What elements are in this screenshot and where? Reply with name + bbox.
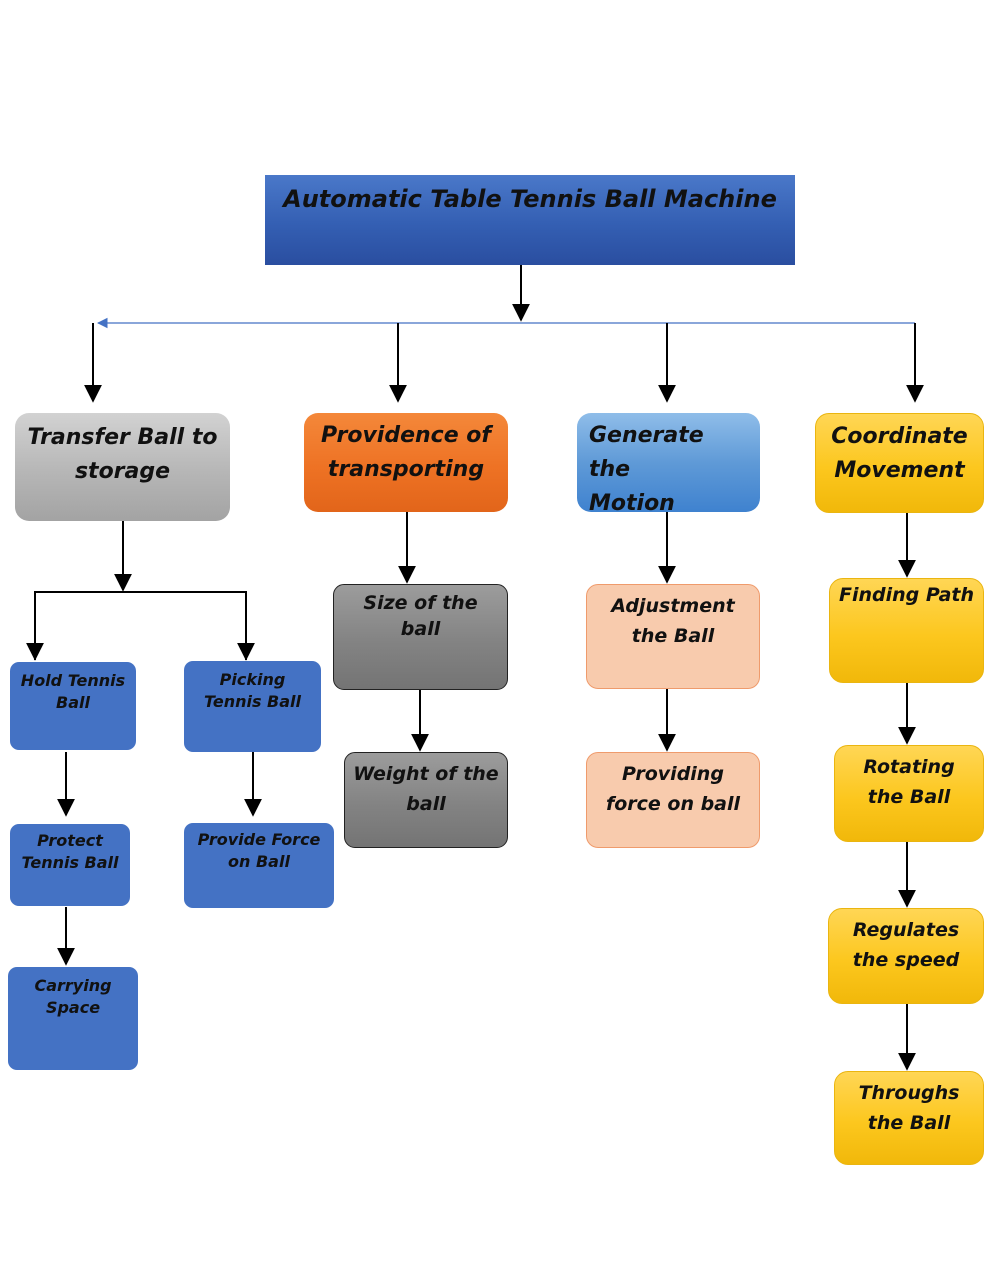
root-node: Automatic Table Tennis Ball Machine: [265, 175, 795, 265]
node-protect-line2: Tennis Ball: [21, 852, 119, 872]
node-motion-line2: Motion: [589, 491, 675, 517]
node-size-line1: Size of the ball: [363, 592, 478, 640]
node-transfer-line2: storage: [74, 459, 171, 485]
node-protect-tennis-ball: Protect Tennis Ball: [10, 824, 130, 906]
node-transfer-line1: Transfer Ball to: [27, 425, 218, 450]
node-rotate-line2: the Ball: [867, 786, 951, 809]
node-transfer: Transfer Ball to storage: [15, 413, 230, 521]
node-hold-line1: Hold Tennis: [20, 671, 126, 690]
node-speed-line1: Regulates: [852, 919, 960, 941]
node-carry-line1: Carrying: [34, 976, 112, 995]
node-providence: Providence of transporting: [304, 413, 508, 512]
node-provide-force-on-ball: Provide Force on Ball: [184, 823, 334, 908]
node-providence-line1: Providence of: [321, 423, 491, 448]
node-carrying-space: Carrying Space: [8, 967, 138, 1070]
node-through-line1: Throughs: [858, 1082, 960, 1104]
node-weight-line1: Weight of the: [353, 763, 499, 785]
node-providence-line2: transporting: [327, 457, 485, 483]
node-coordinate-line2: Movement: [834, 458, 965, 484]
node-coordinate-line1: Coordinate: [831, 424, 968, 449]
node-picking-tennis-ball: Picking Tennis Ball: [184, 661, 321, 752]
node-pick-line1: Picking: [219, 670, 286, 689]
node-motion: Generate the Motion: [577, 413, 760, 516]
node-motion-line1: Generate the: [589, 423, 704, 483]
node-force-line2: on Ball: [228, 851, 290, 871]
node-provide-line2: force on ball: [605, 793, 741, 816]
node-adjust-line2: the Ball: [631, 625, 715, 648]
node-weight-of-ball: Weight of the ball: [344, 752, 508, 848]
node-size-of-ball: Size of the ball: [333, 584, 508, 690]
node-regulates-speed: Regulates the speed: [828, 908, 984, 1004]
node-rotate-line1: Rotating: [863, 756, 955, 778]
node-carry-line2: Space: [45, 997, 101, 1017]
node-through-line2: the Ball: [867, 1112, 951, 1135]
node-adjust-line1: Adjustment: [611, 595, 735, 617]
node-throughs-ball: Throughs the Ball: [834, 1071, 984, 1165]
split-bar: [34, 591, 247, 660]
node-provide-line1: Providing: [622, 763, 724, 785]
node-path-line1: Finding Path: [838, 584, 974, 606]
node-adjustment-ball: Adjustment the Ball: [586, 584, 760, 689]
node-force-line1: Provide Force: [197, 830, 321, 849]
node-hold-line2: Ball: [56, 692, 90, 712]
node-providing-force: Providing force on ball: [586, 752, 760, 848]
node-protect-line1: Protect: [37, 831, 103, 850]
node-finding-path: Finding Path: [829, 578, 984, 683]
node-coordinate: Coordinate Movement: [815, 413, 984, 513]
node-speed-line2: the speed: [852, 949, 960, 972]
node-weight-line2: ball: [406, 793, 446, 816]
node-rotating-ball: Rotating the Ball: [834, 745, 984, 842]
node-hold-tennis-ball: Hold Tennis Ball: [10, 662, 136, 750]
node-pick-line2: Tennis Ball: [203, 691, 302, 711]
root-label: Automatic Table Tennis Ball Machine: [283, 185, 777, 213]
